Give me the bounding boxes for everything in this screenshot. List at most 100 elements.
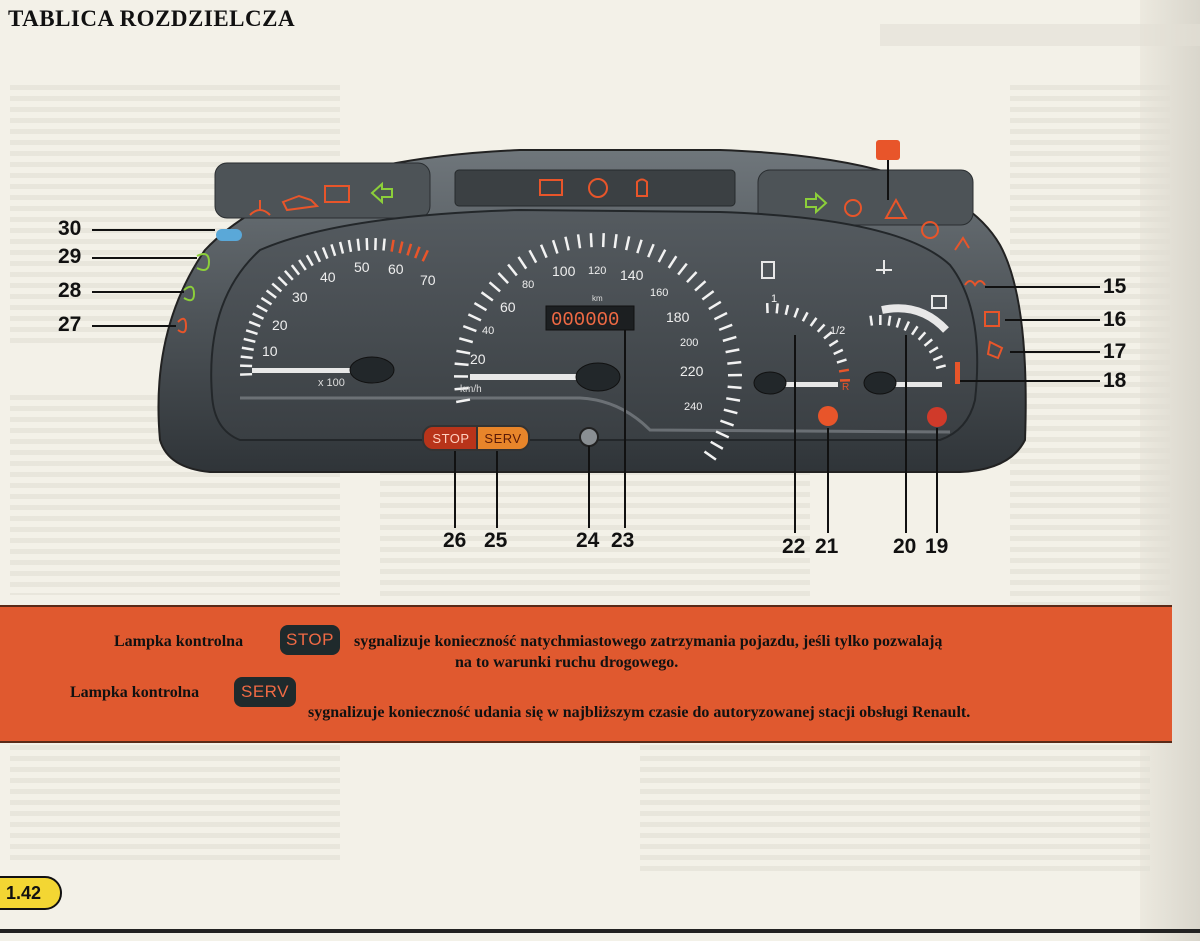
callout-22: 22 [782,535,806,558]
oil-pressure-warning-icon [281,194,320,212]
callout-16: 16 [1103,308,1127,331]
gauge-tick [455,398,471,404]
callout-19: 19 [925,535,949,558]
gauge-tick [382,238,386,251]
facing-page-header [880,24,1200,46]
gauge-tick [313,250,322,263]
temp-gauge-red-zone [955,362,960,384]
gauge-tick [657,249,667,263]
gauge-tick [589,233,593,248]
odometer-unit: km [592,294,603,303]
gauge-tick [677,262,688,276]
tach-label: 40 [320,269,336,285]
gauge-tick [928,346,939,354]
bottom-rule [0,929,1200,933]
speedometer-labels: 20 40 60 80 100 120 140 160 180 200 220 … [460,263,704,413]
gauge-tick [488,281,501,293]
gauge-tick [480,291,494,302]
tachometer-hub [349,356,395,384]
gauge-tick [723,408,738,415]
gauge-tick [507,263,518,277]
gauge-tick [667,255,678,269]
gauge-tick [887,315,892,326]
turn-right-indicator-icon [805,191,828,215]
callout-30: 30 [58,217,82,240]
speed-label: 180 [666,309,690,325]
gauge-tick [708,300,722,311]
speed-label: 200 [680,337,698,349]
rear-defrost-icon [539,179,563,196]
turn-left-indicator-icon [370,181,393,205]
gauge-tick [330,244,337,257]
temp-gauge-needle [880,382,942,387]
gauge-tick [910,325,919,336]
coolant-temp-icon [876,260,892,274]
faded-text-block [640,745,1150,875]
gauge-tick [613,234,618,249]
fuel-gauge-hub [753,371,787,395]
speed-label: 140 [620,267,644,283]
gauge-tick [809,317,818,327]
speedometer-hub [575,362,621,392]
gauge-tick [283,270,294,281]
gauge-tick [722,335,737,343]
speed-label: 80 [522,279,534,291]
faded-text-block [1010,85,1170,605]
oil-level-icon [931,295,947,309]
banner-row1-text-cont: na to warunki ruchu drogowego. [455,654,679,671]
callout-23: 23 [611,529,635,552]
speed-label: 160 [650,287,668,299]
gauge-tick [895,317,901,328]
gauge-tick [390,239,395,252]
serv-lamp-icon: SERV [234,677,296,707]
callout-29: 29 [58,245,82,268]
gauge-tick [245,329,258,336]
gauge-tick [528,249,538,264]
stop-warning-lamp: STOP [422,425,480,451]
gauge-tick [271,282,283,293]
gauge-tick [775,303,779,314]
gauge-tick [260,296,273,306]
gauge-tick [793,307,800,318]
preheating-icon [964,280,986,287]
gauge-tick [715,430,730,439]
gauge-tick [720,419,735,427]
oil-temp-warning-icon [249,200,271,216]
gauge-tick [356,238,361,251]
gauge-tick [517,256,528,270]
gauge-tick [710,440,724,450]
gauge-tick [539,244,548,259]
gauge-tick [725,348,740,354]
gauge-tick [497,272,510,284]
gauge-tick [828,339,839,347]
gauge-tick [277,276,288,287]
gauge-tick [686,271,698,284]
door-open-icon [636,178,648,197]
gauge-tick [551,239,559,254]
banner-row1-prefix: Lampka kontrolna [114,633,244,650]
gauge-tick [290,264,301,276]
cruise-control-icon [216,229,242,241]
abs-warning-icon [844,199,862,217]
gauge-tick [923,338,933,347]
gauge-tick [265,289,277,299]
gauge-tick [647,243,655,258]
gauge-tick [298,259,307,271]
page-title: TABLICA ROZDZIELCZA [8,6,296,31]
gauge-tick [917,331,927,341]
speed-label: 40 [482,325,494,337]
speed-label: 100 [552,263,576,279]
fuel-reserve-warning-icon [818,406,838,426]
trip-reset-button [579,427,599,447]
top-center-warning-panel [454,169,736,207]
gauge-tick [406,243,413,256]
gauge-tick [601,233,605,248]
gauge-tick [718,323,733,332]
fuel-gauge-scale [765,303,850,382]
gauge-tick [398,241,404,254]
fuel-gauge-needle [770,382,838,387]
gauge-tick [564,236,570,251]
gauge-tick [703,450,717,461]
tach-label: 10 [262,343,278,359]
callout-27: 27 [58,313,82,336]
